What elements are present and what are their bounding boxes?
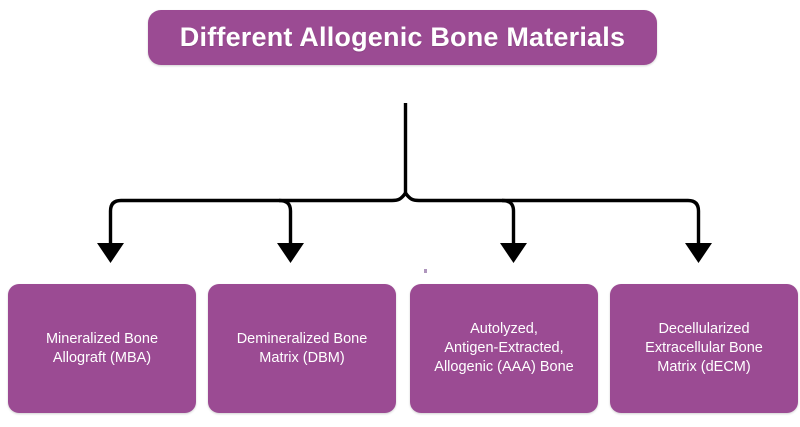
node-demineralized-bone-matrix: Demineralized Bone Matrix (DBM) bbox=[208, 284, 396, 413]
node-label: Mineralized Bone Allograft (MBA) bbox=[45, 330, 159, 366]
horizontal-bus-right bbox=[404, 192, 701, 244]
node-label: Autolyzed, Antigen-Extracted, Allogenic … bbox=[434, 321, 574, 375]
node-autolyzed-antigen-extracted-allogenic-bone: Autolyzed, Antigen-Extracted, Allogenic … bbox=[410, 284, 598, 413]
arrowhead-2 bbox=[277, 243, 304, 263]
node-mineralized-bone-allograft: Mineralized Bone Allograft (MBA) bbox=[8, 284, 196, 413]
horizontal-bus-left bbox=[108, 192, 407, 244]
node-label: Demineralized Bone Matrix (DBM) bbox=[236, 330, 368, 366]
diagram-title-label: Different Allogenic Bone Materials bbox=[179, 22, 626, 52]
arrowhead-3 bbox=[500, 243, 527, 263]
arrowhead-1 bbox=[97, 243, 124, 263]
scan-artifact-dot bbox=[424, 269, 427, 273]
diagram-title-node: Different Allogenic Bone Materials bbox=[148, 10, 657, 65]
arrowhead-4 bbox=[685, 243, 712, 263]
branch-line-2 bbox=[278, 198, 293, 244]
node-decellularized-extracellular-bone-matrix: Decellularized Extracellular Bone Matrix… bbox=[610, 284, 798, 413]
branch-line-3 bbox=[501, 198, 516, 244]
node-label: Decellularized Extracellular Bone Matrix… bbox=[645, 321, 763, 375]
